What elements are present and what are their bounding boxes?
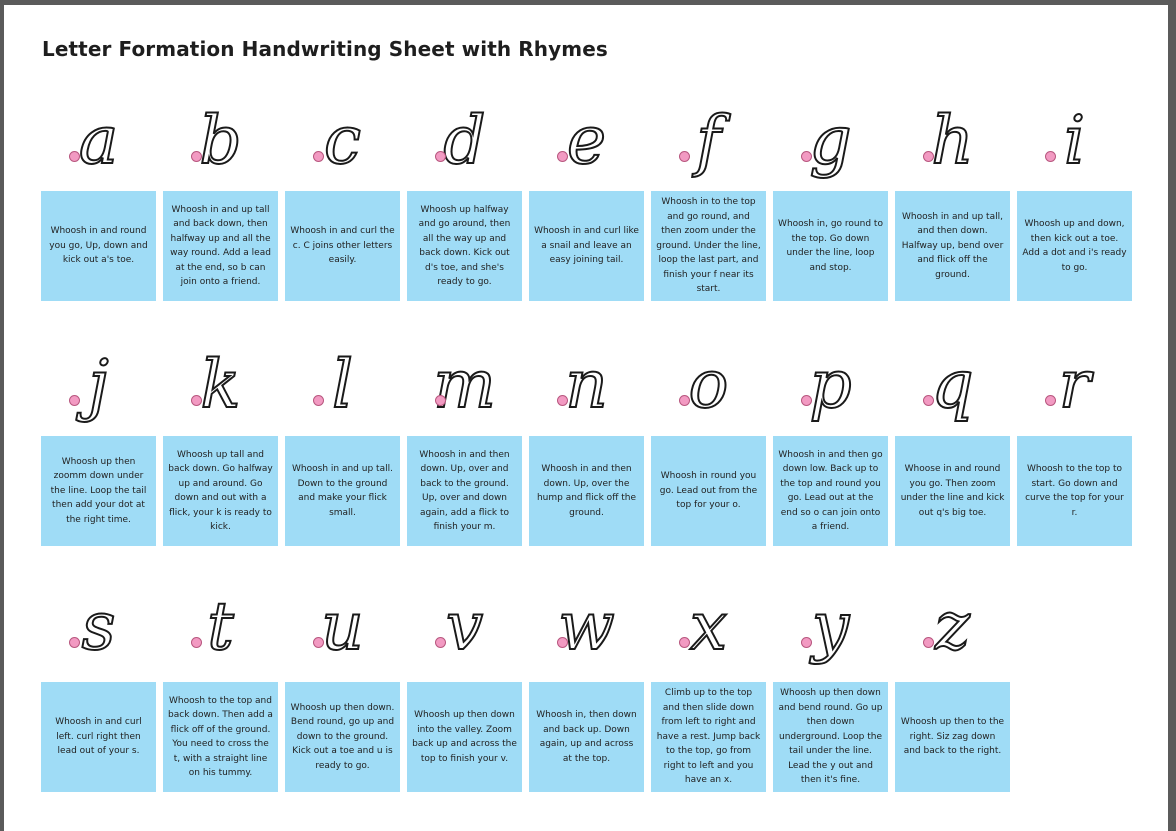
outline-letter: k (200, 346, 242, 423)
start-point-dot-icon (923, 637, 934, 648)
start-point-dot-icon (1045, 151, 1056, 162)
start-point-dot-icon (69, 395, 80, 406)
outline-letter: y (811, 588, 850, 665)
rhyme-box: Whoosh in to the top and go round, and t… (651, 191, 766, 301)
outline-letter: e (566, 102, 607, 179)
outline-letter: x (689, 588, 728, 665)
start-point-dot-icon (679, 395, 690, 406)
outline-letter: z (934, 588, 971, 665)
rhyme-box: Whoosh in and curl the c. C joins other … (285, 191, 400, 301)
outline-letter: u (320, 588, 365, 665)
rhyme-box: Whoosh in and up tall, and then down. Ha… (895, 191, 1010, 301)
rhyme-box: Whoosh up then to the right. Siz zag dow… (895, 682, 1010, 792)
outline-letter: w (557, 588, 616, 665)
outline-letter: h (930, 102, 975, 179)
outline-letter: i (1063, 102, 1086, 179)
rhyme-box: Whoosh in and curl like a snail and leav… (529, 191, 644, 301)
start-point-dot-icon (313, 637, 324, 648)
outline-letter: b (198, 102, 242, 179)
rhyme-box: Whoosh to the top to start. Go down and … (1017, 436, 1132, 546)
start-point-dot-icon (801, 395, 812, 406)
start-point-dot-icon (69, 637, 80, 648)
start-point-dot-icon (557, 151, 568, 162)
outline-letter: v (445, 588, 484, 665)
rhyme-box: Climb up to the top and then slide down … (651, 682, 766, 792)
outline-letter: l (331, 346, 354, 423)
outline-letter: g (808, 102, 852, 179)
rhyme-box: Whoosh up tall and back down. Go halfway… (163, 436, 278, 546)
rhyme-box: Whoosh in and then down. Up, over and ba… (407, 436, 522, 546)
start-point-dot-icon (679, 637, 690, 648)
outline-letter: q (930, 346, 974, 423)
rhyme-box: Whoosh up then down and bend round. Go u… (773, 682, 888, 792)
start-point-dot-icon (679, 151, 690, 162)
outline-letter: d (442, 102, 486, 179)
start-point-dot-icon (191, 637, 202, 648)
rhyme-box: Whoosh in and round you go, Up, down and… (41, 191, 156, 301)
start-point-dot-icon (313, 395, 324, 406)
outline-letter: n (564, 346, 609, 423)
rhyme-box: Whoosh up then down. Bend round, go up a… (285, 682, 400, 792)
start-point-dot-icon (191, 151, 202, 162)
rhyme-box: Whoosh in and then down. Up, over the hu… (529, 436, 644, 546)
outline-letter: m (432, 346, 497, 423)
start-point-dot-icon (69, 151, 80, 162)
start-point-dot-icon (557, 395, 568, 406)
rhyme-box: Whoose in and round you go. Then zoom un… (895, 436, 1010, 546)
rhyme-box: Whoosh up then down into the valley. Zoo… (407, 682, 522, 792)
rhyme-box: Whoosh in and up tall and back down, the… (163, 191, 278, 301)
rhyme-box: Whoosh to the top and back down. Then ad… (163, 682, 278, 792)
start-point-dot-icon (557, 637, 568, 648)
start-point-dot-icon (923, 151, 934, 162)
start-point-dot-icon (191, 395, 202, 406)
start-point-dot-icon (801, 637, 812, 648)
outline-letter: j (87, 346, 109, 423)
rhyme-box: Whoosh up and down, then kick out a toe.… (1017, 191, 1132, 301)
rhyme-box: Whoosh in round you go. Lead out from th… (651, 436, 766, 546)
outline-letter: c (323, 102, 362, 179)
outline-letter: t (206, 588, 235, 665)
start-point-dot-icon (801, 151, 812, 162)
rhyme-box: Whoosh up then zoomm down under the line… (41, 436, 156, 546)
rhyme-box: Whoosh in and up tall. Down to the groun… (285, 436, 400, 546)
start-point-dot-icon (435, 151, 446, 162)
worksheet-page: Letter Formation Handwriting Sheet with … (4, 5, 1168, 831)
start-point-dot-icon (923, 395, 934, 406)
rhyme-box: Whoosh in and curl left. curl right then… (41, 682, 156, 792)
outline-letter: o (688, 346, 730, 423)
start-point-dot-icon (1045, 395, 1056, 406)
start-point-dot-icon (435, 395, 446, 406)
outline-letter: a (78, 102, 119, 179)
rhyme-box: Whoosh in, go round to the top. Go down … (773, 191, 888, 301)
outline-letter: s (81, 588, 117, 665)
outline-letter: p (808, 346, 852, 423)
rhyme-box: Whoosh in and then go down low. Back up … (773, 436, 888, 546)
rhyme-box: Whoosh in, then down and back up. Down a… (529, 682, 644, 792)
outline-letter: f (695, 102, 721, 179)
page-title: Letter Formation Handwriting Sheet with … (42, 37, 608, 61)
start-point-dot-icon (435, 637, 446, 648)
rhyme-box: Whoosh up halfway and go around, then al… (407, 191, 522, 301)
outline-letter: r (1058, 346, 1092, 423)
start-point-dot-icon (313, 151, 324, 162)
